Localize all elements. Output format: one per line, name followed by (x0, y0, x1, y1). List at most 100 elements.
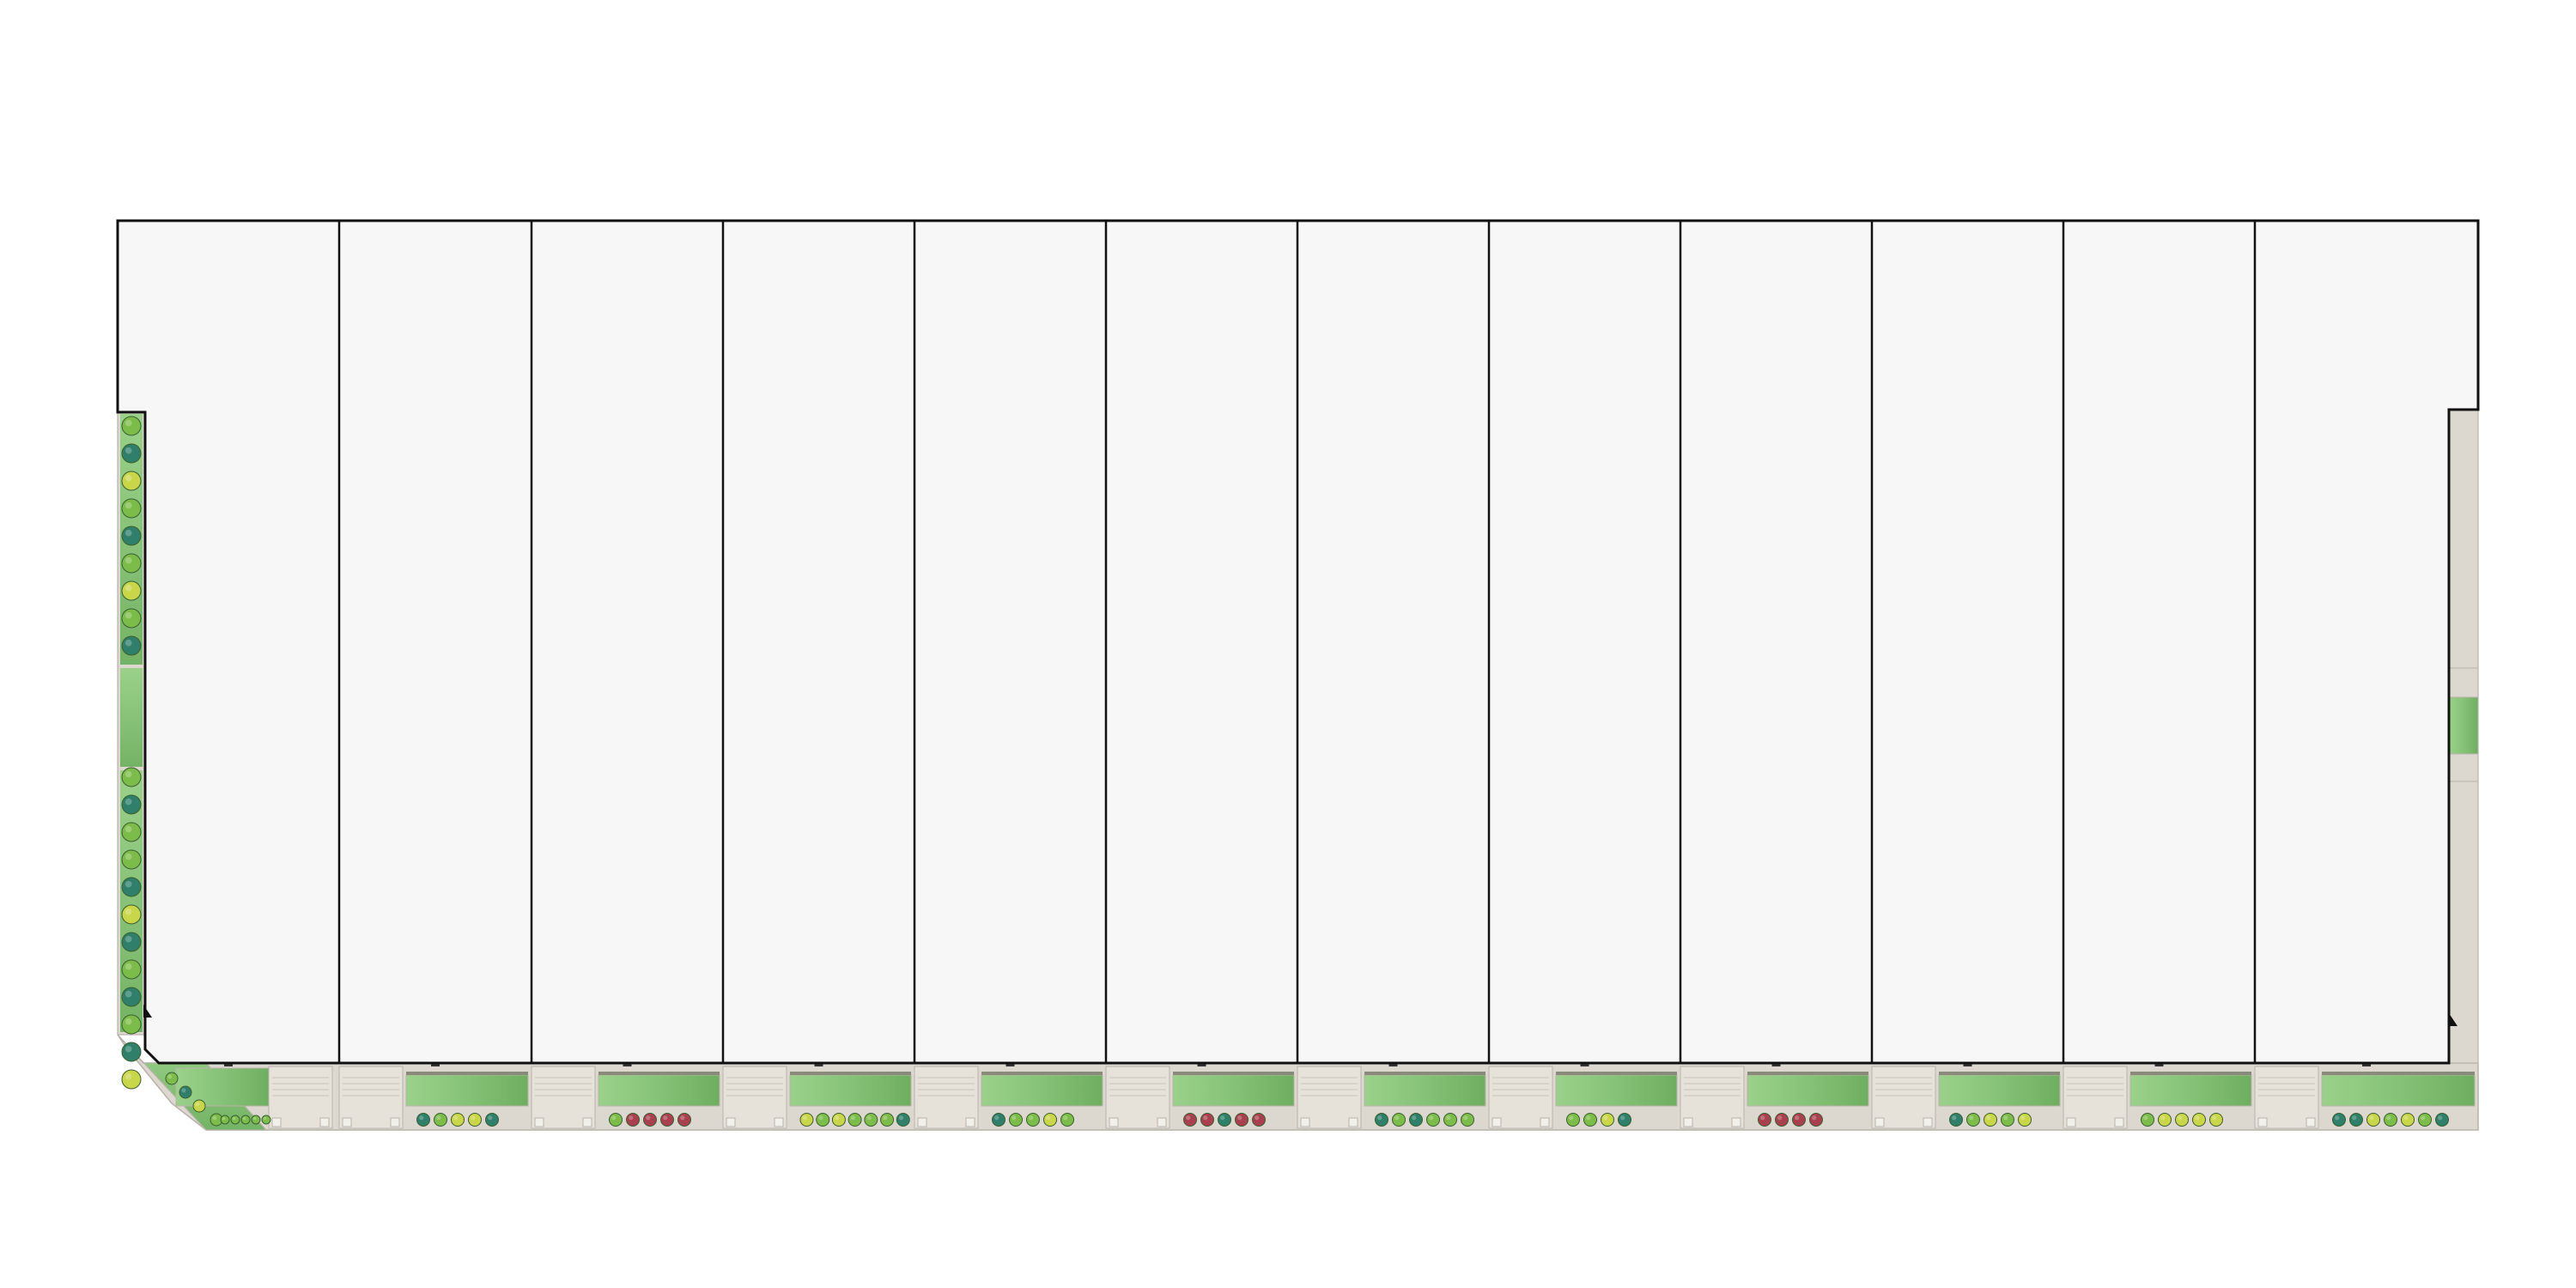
tree-highlight (2386, 1115, 2391, 1121)
tree-highlight (680, 1115, 685, 1121)
tree-icon (121, 635, 142, 656)
unit-1 (119, 222, 337, 228)
tree-canopy (1375, 1113, 1388, 1127)
tree-icon (2209, 1113, 2223, 1127)
unit-8 (1491, 222, 1679, 228)
utility-box (917, 1117, 927, 1127)
lawn-bed (1172, 1074, 1295, 1107)
tree-canopy (121, 1042, 142, 1062)
tree-highlight (802, 1115, 807, 1121)
utility-box (1731, 1117, 1741, 1127)
tree-icon (121, 580, 142, 601)
tree-icon (121, 987, 142, 1007)
tree-highlight (2003, 1115, 2008, 1121)
tree-icon (1235, 1113, 1249, 1127)
tree-highlight (125, 611, 132, 619)
tree-icon (1809, 1113, 1823, 1127)
tree-icon (121, 498, 142, 519)
tree-icon (2366, 1113, 2380, 1127)
tree-highlight (125, 935, 132, 943)
tree-icon (121, 959, 142, 980)
tree-canopy (1966, 1113, 1980, 1127)
tree-icon (261, 1115, 271, 1125)
tree-highlight (1586, 1115, 1591, 1121)
tree-icon (1601, 1113, 1614, 1127)
tree-canopy (179, 1085, 192, 1099)
tree-highlight (2160, 1115, 2166, 1121)
lawn-bed (1364, 1074, 1486, 1107)
tree-highlight (125, 501, 132, 509)
tree-icon (2418, 1113, 2432, 1127)
utility-box (1540, 1117, 1550, 1127)
tree-highlight (2369, 1115, 2374, 1121)
tree-icon (121, 767, 142, 787)
tree-highlight (252, 1116, 257, 1121)
tree-highlight (167, 1074, 173, 1079)
tree-highlight (835, 1115, 840, 1121)
tree-canopy (1392, 1113, 1406, 1127)
tree-highlight (663, 1115, 668, 1121)
tree-canopy (1200, 1113, 1214, 1127)
tree-icon (179, 1085, 192, 1099)
tree-icon (2384, 1113, 2397, 1127)
tree-canopy (121, 608, 142, 629)
hedge-strip (2322, 1072, 2475, 1075)
tree-icon (121, 932, 142, 952)
tree-icon (880, 1113, 895, 1127)
tree-highlight (125, 798, 132, 805)
utility-box (1923, 1117, 1933, 1127)
utility-box (1492, 1117, 1502, 1127)
utility-box (726, 1117, 736, 1127)
tree-canopy (1618, 1113, 1631, 1127)
tree-canopy (2001, 1113, 2014, 1127)
tree-icon (992, 1113, 1005, 1127)
tree-icon (643, 1113, 657, 1127)
tree-icon (451, 1113, 465, 1127)
tree-canopy (2435, 1113, 2449, 1127)
tree-canopy (643, 1113, 657, 1127)
tree-icon (165, 1072, 179, 1085)
lawn-bed (405, 1074, 529, 1107)
tree-highlight (1569, 1115, 1574, 1121)
lawn-bed (981, 1074, 1103, 1107)
tree-highlight (125, 529, 132, 537)
tree-canopy (121, 553, 142, 574)
tree-highlight (2178, 1115, 2183, 1121)
tree-canopy (192, 1099, 206, 1113)
tree-highlight (125, 770, 132, 778)
tree-canopy (165, 1072, 179, 1085)
tree-highlight (1220, 1115, 1225, 1121)
tree-highlight (1237, 1115, 1242, 1121)
tree-canopy (1984, 1113, 1997, 1127)
tree-icon (220, 1115, 230, 1125)
tree-icon (1252, 1113, 1266, 1127)
tree-icon (1218, 1113, 1231, 1127)
utility-box (1109, 1117, 1119, 1127)
tree-canopy (121, 635, 142, 656)
tree-icon (831, 1113, 846, 1127)
tree-highlight (1463, 1115, 1468, 1121)
tree-canopy (1583, 1113, 1597, 1127)
tree-canopy (1218, 1113, 1231, 1127)
hedge-strip (981, 1072, 1103, 1075)
tree-highlight (488, 1115, 493, 1121)
utility-box (1300, 1117, 1310, 1127)
facade-notch (814, 1063, 823, 1066)
tree-canopy (2418, 1113, 2432, 1127)
tree-highlight (1812, 1115, 1817, 1121)
tree-icon (1566, 1113, 1580, 1127)
tree-icon (1026, 1113, 1040, 1127)
tree-canopy (121, 877, 142, 897)
tree-icon (416, 1113, 430, 1127)
tree-canopy (451, 1113, 465, 1127)
tree-icon (2349, 1113, 2363, 1127)
tree-canopy (2018, 1113, 2032, 1127)
tree-highlight (866, 1115, 872, 1121)
unit-10 (1874, 222, 2062, 228)
tree-icon (121, 794, 142, 815)
utility-box (2306, 1117, 2316, 1127)
unit-3 (533, 222, 721, 228)
tree-highlight (883, 1115, 888, 1121)
tree-canopy (121, 498, 142, 519)
tree-icon (848, 1113, 862, 1127)
